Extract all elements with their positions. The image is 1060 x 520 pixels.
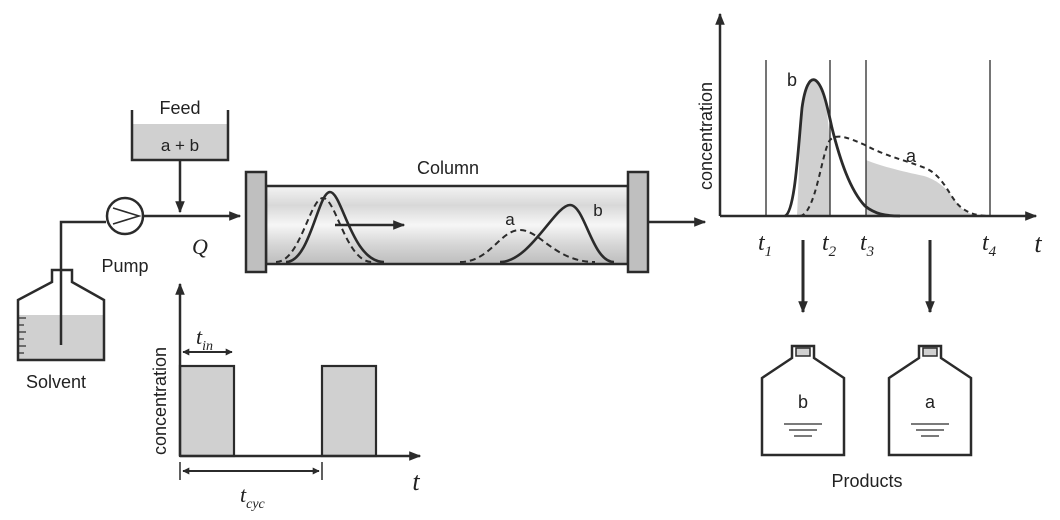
column-right-cap <box>626 170 650 274</box>
fraction-b-fill <box>797 79 830 216</box>
column: Column a b <box>244 158 650 274</box>
injection-pulse-2 <box>320 364 378 458</box>
pump-label: Pump <box>101 256 148 276</box>
injection-pulse-1 <box>178 364 236 458</box>
injection-ylabel: concentration <box>150 347 170 455</box>
elution-tick-t3: t3 <box>860 230 874 260</box>
elution-curve-b <box>784 78 901 218</box>
flow-label: Q <box>192 234 208 259</box>
solvent-line <box>59 220 106 345</box>
fraction-a-fill <box>866 160 980 216</box>
column-peak-b-right <box>499 203 615 264</box>
solvent-graduation <box>18 317 26 354</box>
products-label: Products <box>831 471 902 491</box>
elution-curve-b-label: b <box>787 70 797 90</box>
product-bottle-b: b <box>760 344 846 457</box>
t-in-label: tin <box>196 324 213 354</box>
injection-chart: concentration t tin tcyc <box>150 282 422 512</box>
t-cyc-label: tcyc <box>240 482 266 512</box>
elution-tick-t2: t2 <box>822 230 837 260</box>
product-bottle-a: a <box>887 344 973 457</box>
product-bottle-b-label: b <box>798 392 808 412</box>
solvent-label: Solvent <box>26 372 86 392</box>
column-body <box>264 184 630 266</box>
injection-xlabel: t <box>412 467 420 496</box>
column-peak-b-left <box>285 190 385 264</box>
solvent-bottle-outline <box>16 268 106 362</box>
elution-chart: concentration t b a t1 t2 t3 t4 <box>696 12 1042 260</box>
product-bottle-a-label: a <box>925 392 936 412</box>
feed-tank: Feed a + b <box>130 98 230 162</box>
column-left-cap <box>244 170 268 274</box>
feed-content: a + b <box>161 136 199 155</box>
column-peak-a-right <box>459 228 596 263</box>
elution-ylabel: concentration <box>696 82 716 190</box>
elution-xlabel: t <box>1034 229 1042 258</box>
product-bottle-a-level <box>911 423 949 437</box>
column-peak-a-label: a <box>505 210 515 229</box>
column-peak-b-label: b <box>593 201 602 220</box>
feed-label: Feed <box>159 98 200 118</box>
elution-curve-a <box>799 135 993 217</box>
column-label: Column <box>417 158 479 178</box>
elution-curve-a-label: a <box>906 146 917 166</box>
feed-liquid <box>132 124 228 160</box>
elution-tick-t4: t4 <box>982 230 997 260</box>
elution-tick-t1: t1 <box>758 230 772 260</box>
product-bottle-b-level <box>784 423 822 437</box>
pump: Pump <box>101 196 149 276</box>
